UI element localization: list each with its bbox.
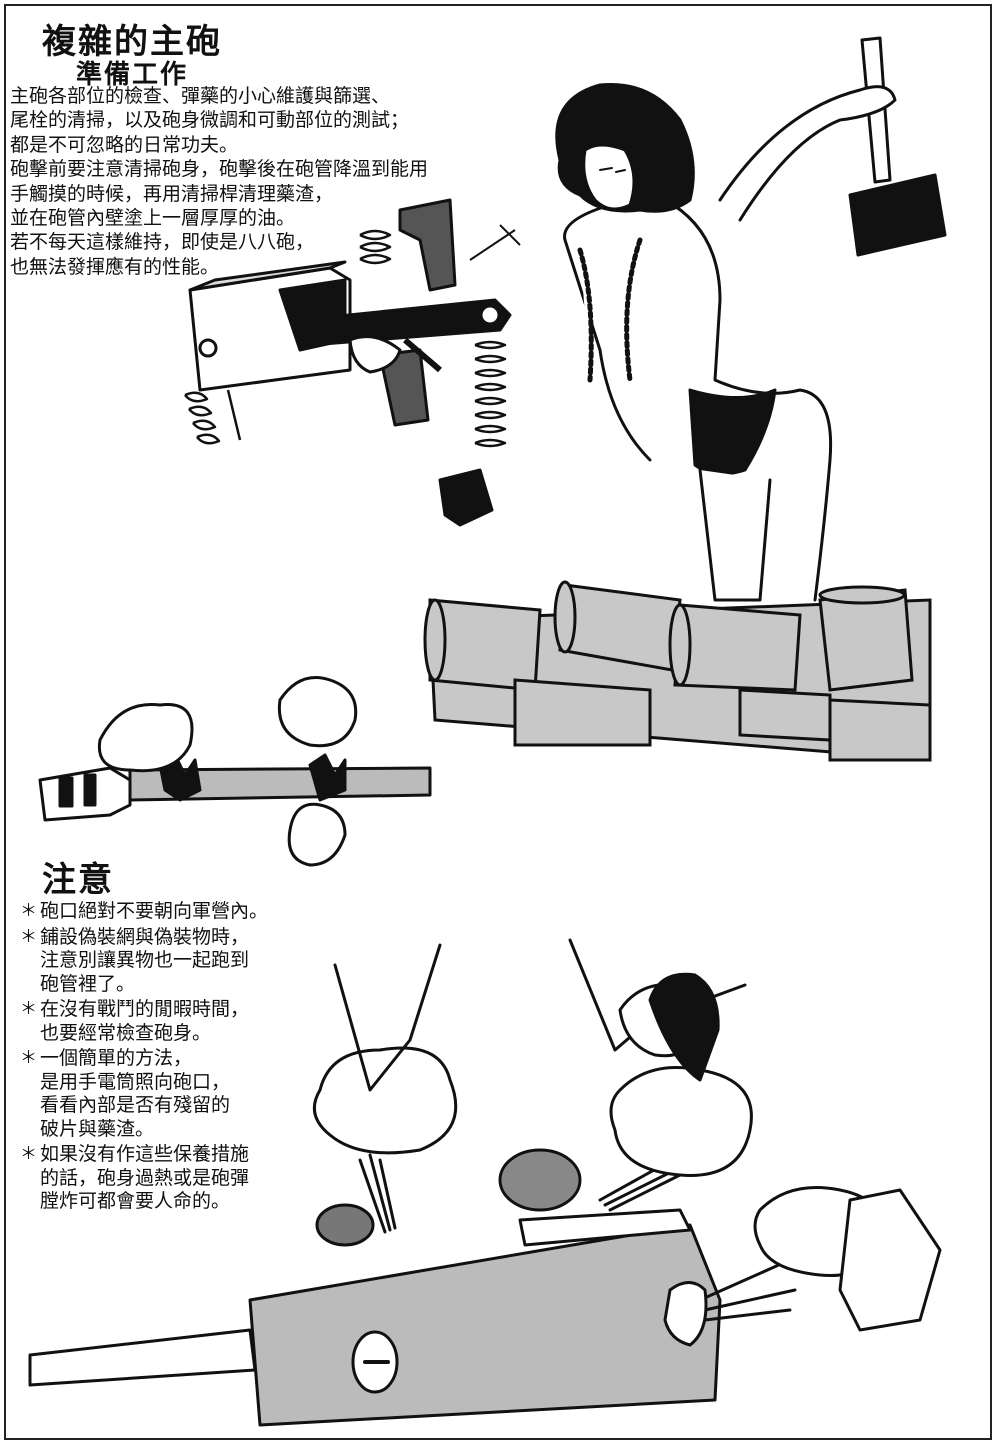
ammo-shells-pile-icon [423, 580, 932, 762]
intro-line: 手觸摸的時候，再用清掃桿清理藥渣， [10, 182, 334, 205]
intro-text: 主砲各部位的檢查、彈藥的小心維護與篩選、 尾栓的清掃，以及砲身微調和可動部位的測… [10, 84, 510, 279]
note-item: ＊ 鋪設偽裝網與偽裝物時， 注意別讓異物也一起跑到 砲管裡了。 [20, 926, 320, 997]
intro-line: 砲擊前要注意清掃砲身，砲擊後在砲管降溫到能用 [10, 158, 429, 181]
note-line: 膛炸可都會要人命的。 [40, 1190, 231, 1212]
note-item: ＊ 如果沒有作這些保養措施 的話，砲身過熱或是砲彈 膛炸可都會要人命的。 [20, 1143, 320, 1214]
note-line: 如果沒有作這些保養措施 [40, 1143, 250, 1165]
note-item: ＊ 砲口絕對不要朝向軍營內。 [20, 900, 320, 924]
bullet-icon: ＊ [20, 1144, 37, 1164]
note-line: 在沒有戰鬥的閒暇時間， [40, 998, 250, 1020]
note-line: 一個簡單的方法， [40, 1047, 193, 1069]
note-item: ＊ 在沒有戰鬥的閒暇時間， 也要經常檢查砲身。 [20, 998, 320, 1045]
intro-line: 也無法發揮應有的性能。 [10, 255, 220, 278]
page-title: 複雜的主砲 [42, 22, 222, 62]
note-item: ＊ 一個簡單的方法， 是用手電筒照向砲口， 看看內部是否有殘留的 破片與藥渣。 [20, 1047, 320, 1141]
note-line: 砲口絕對不要朝向軍營內。 [40, 900, 269, 922]
exploding-tank-turret-icon [28, 938, 942, 1427]
intro-line: 並在砲管內壁塗上一層厚厚的油。 [10, 207, 296, 230]
note-line: 鋪設偽裝網與偽裝物時， [40, 925, 250, 948]
breech-mechanism-icon [184, 198, 521, 527]
bullet-icon: ＊ [20, 999, 37, 1019]
note-line: 的話，砲身過熱或是砲彈 [40, 1166, 250, 1189]
cracked-gun-barrel-icon [38, 676, 432, 867]
notes-list: ＊ 砲口絕對不要朝向軍營內。 ＊ 鋪設偽裝網與偽裝物時， 注意別讓異物也一起跑到… [20, 900, 320, 1216]
note-line: 看看內部是否有殘留的 [40, 1094, 231, 1116]
note-line: 砲管裡了。 [40, 972, 136, 995]
page-frame [4, 4, 992, 1440]
woman-with-hammer-icon [555, 36, 947, 602]
note-line: 注意別讓異物也一起跑到 [40, 949, 250, 971]
section-subtitle: 準備工作 [76, 60, 189, 90]
bullet-icon: ＊ [20, 1048, 37, 1068]
intro-line: 尾栓的清掃，以及砲身微調和可動部位的測試； [10, 109, 410, 132]
bullet-icon: ＊ [20, 901, 37, 921]
bullet-icon: ＊ [20, 926, 37, 947]
note-line: 是用手電筒照向砲口， [40, 1070, 231, 1093]
intro-line: 都是不可忽略的日常功夫。 [10, 133, 239, 156]
notice-title: 注意 [42, 860, 114, 900]
note-line: 也要經常檢查砲身。 [40, 1021, 212, 1044]
intro-line: 若不每天這樣維持，即使是八八砲， [10, 231, 315, 254]
note-line: 破片與藥渣。 [40, 1117, 155, 1140]
intro-line: 主砲各部位的檢查、彈藥的小心維護與篩選、 [10, 85, 391, 107]
